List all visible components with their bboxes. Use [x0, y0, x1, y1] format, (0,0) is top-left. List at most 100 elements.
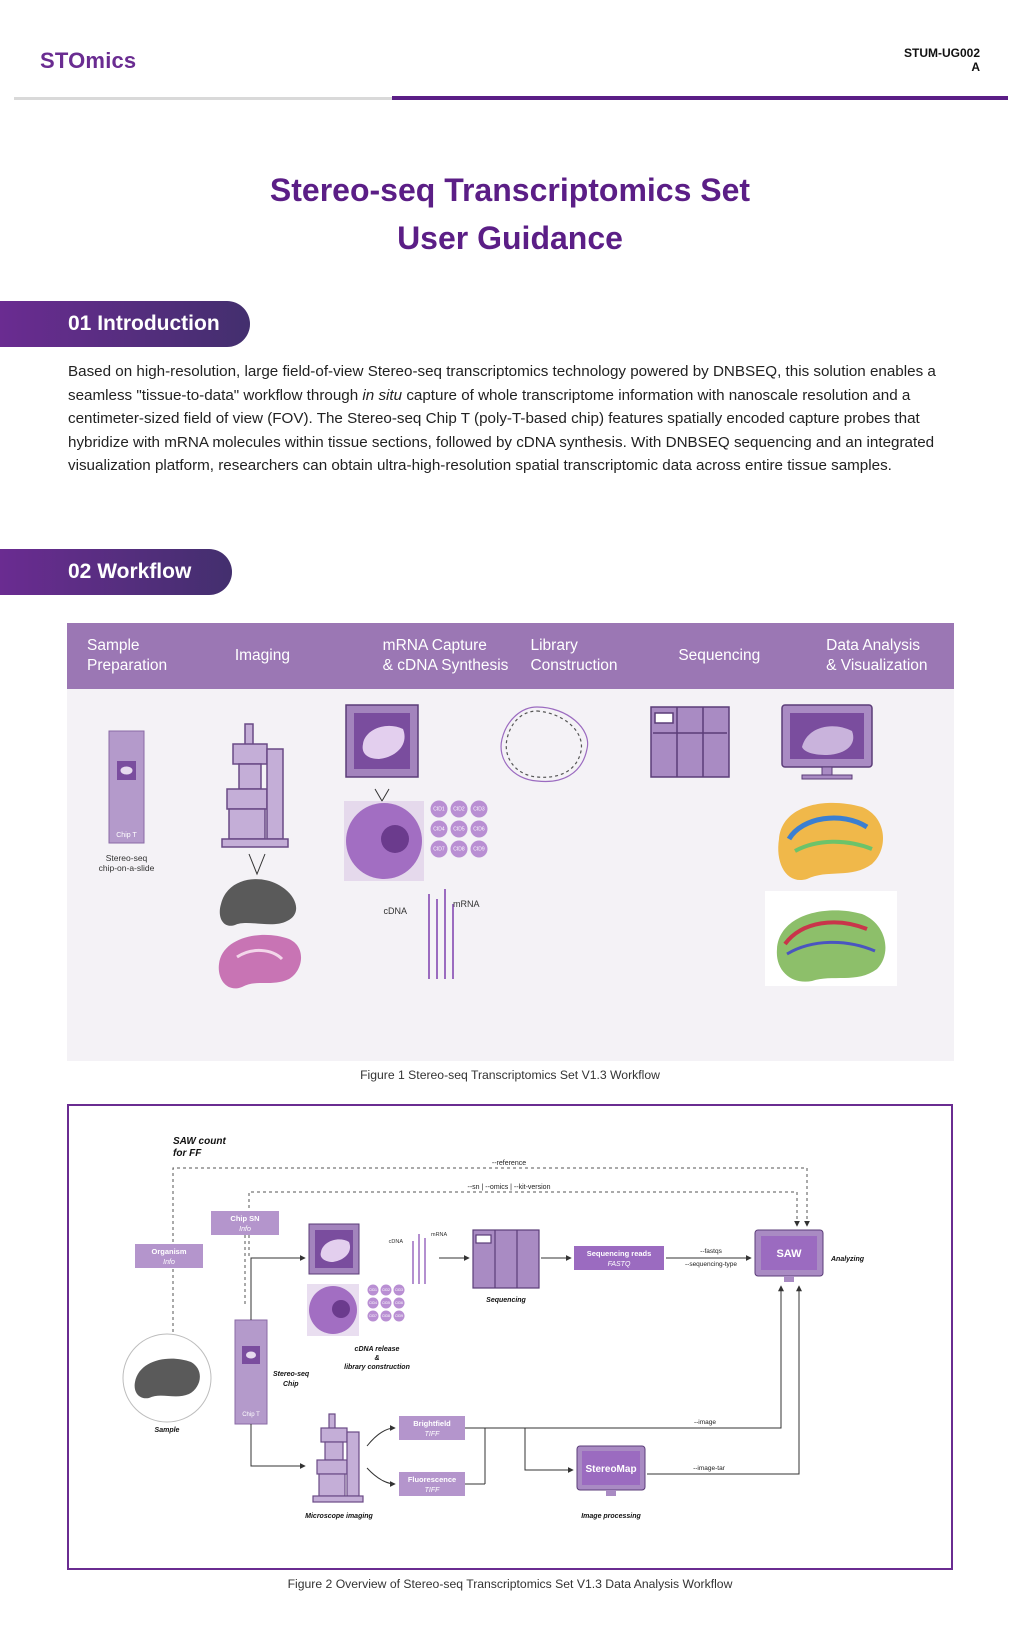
tissue-image-frame: [345, 704, 419, 778]
stereo-seq-chip-label-1: Stereo-seq: [273, 1371, 310, 1378]
chip-caption-1: Stereo-seq: [106, 853, 148, 863]
fastqs-flag: --fastqs: [700, 1248, 722, 1255]
cdna-release-2: &: [374, 1355, 379, 1362]
fluorescence-label-1: Fluorescence: [408, 1475, 456, 1484]
header-divider-gray: [14, 97, 394, 100]
cid-circle: [367, 1297, 379, 1309]
workflow-step-mrna-capture: mRNA Capture& cDNA Synthesis: [382, 637, 509, 674]
organism-label-1: Organism: [151, 1247, 186, 1256]
sn-omics-kit-flags: --sn | --omics | --kit-version: [468, 1184, 551, 1191]
cdna-strands: [428, 889, 454, 979]
cid-label: CID4: [433, 827, 445, 833]
sequencing-label: Sequencing: [486, 1297, 526, 1304]
cdna-release-1: cDNA release: [355, 1346, 400, 1353]
analysis-workflow-figure: SAW count for FF --reference --sn | --om…: [67, 1104, 953, 1570]
workflow-illustration-panel: Chip T Stereo-seq chip-on-a-slide: [67, 689, 954, 1061]
cid-label: CID6: [473, 827, 485, 833]
sequencing-reads-label-2: FASTQ: [608, 1261, 631, 1268]
brightfield-box: [399, 1416, 465, 1440]
cid-label: CID3: [473, 807, 485, 813]
workflow-step-data-analysis: Data Analysis& Visualization: [826, 637, 928, 674]
saw-count-title-1: SAW count: [173, 1136, 226, 1147]
brightfield-label-2: TIFF: [425, 1431, 440, 1438]
stereomap-label: StereoMap: [585, 1464, 636, 1475]
cid-circle: [450, 840, 468, 858]
cid-circle: [470, 840, 488, 858]
chip-t-small-label: Chip T: [242, 1412, 260, 1418]
cid-circle: [367, 1284, 379, 1296]
image-flag: --image: [694, 1419, 716, 1426]
figure-2-caption: Figure 2 Overview of Stereo-seq Transcri…: [287, 1577, 733, 1591]
cid-label: CID1: [433, 807, 445, 813]
intro-text-italic: in situ: [362, 386, 403, 404]
cid-circle: [380, 1284, 392, 1296]
cid-label: CID9: [473, 847, 485, 853]
header-divider-purple: [392, 96, 1008, 100]
fluorescence-box: [399, 1472, 465, 1496]
section-heading-workflow: 02 Workflow: [0, 549, 232, 595]
document-code: STUM-UG002 A: [904, 46, 980, 74]
intro-text-part2: capture of whole transcriptome informati…: [68, 386, 935, 475]
cid-circle: [450, 800, 468, 818]
cid-label: CID2: [382, 1288, 390, 1292]
cid-circle: [393, 1297, 405, 1309]
mrna-label: mRNA: [453, 899, 480, 909]
microscope-icon-small: [312, 1413, 364, 1503]
organism-label-2: Info: [163, 1259, 175, 1266]
cid-label: CID1: [369, 1288, 377, 1292]
chip-slide-icon: Chip T: [108, 730, 145, 844]
analysis-monitor-icon: [781, 704, 873, 780]
doc-code-number: STUM-UG002: [903, 46, 980, 60]
cid-circle: [430, 820, 448, 838]
stereo-seq-chip-label-2: Chip: [283, 1381, 299, 1388]
chip-sn-label-1: Chip SN: [230, 1214, 259, 1223]
cid-circle: [430, 840, 448, 858]
mrna-label-small: mRNA: [431, 1232, 448, 1238]
microscope-icon: [221, 723, 289, 848]
cid-circle: [380, 1297, 392, 1309]
chip-sn-label-2: Info: [239, 1226, 251, 1233]
title-line-1: Stereo-seq Transcriptomics Set: [269, 172, 751, 208]
cid-circle: [393, 1284, 405, 1296]
cdna-label: cDNA: [383, 906, 407, 916]
cid-circle: [430, 800, 448, 818]
cid-circle: [380, 1310, 392, 1322]
cid-label: CID6: [395, 1301, 403, 1305]
brightfield-label-1: Brightfield: [413, 1419, 451, 1428]
dna-helix-icon: [500, 706, 589, 783]
chip-sn-box: [211, 1211, 279, 1235]
figure-1-caption: Figure 1 Stereo-seq Transcriptomics Set …: [360, 1068, 660, 1082]
cid-circle: [470, 820, 488, 838]
cid-label: CID8: [453, 847, 465, 853]
sample-label: Sample: [155, 1427, 180, 1434]
cdna-label-small: cDNA: [389, 1239, 404, 1245]
chip-t-label: Chip T: [116, 832, 137, 839]
cid-circle: [450, 820, 468, 838]
organism-box: [135, 1244, 203, 1268]
saw-count-title-2: for FF: [173, 1148, 202, 1159]
cdna-strands-small: [412, 1234, 426, 1284]
chip-caption-2: chip-on-a-slide: [99, 863, 155, 873]
tissue-section-gray: [219, 879, 297, 926]
cid-label: CID2: [453, 807, 465, 813]
workflow-step-sequencing: Sequencing: [678, 647, 761, 664]
cid-circle: [470, 800, 488, 818]
reference-flag: --reference: [492, 1160, 526, 1167]
image-processing-label: Image processing: [581, 1513, 641, 1520]
stereo-seq-chip: [234, 1319, 268, 1425]
brand-logo: STOmics: [40, 48, 137, 73]
cid-circle: [393, 1310, 405, 1322]
title-line-2: User Guidance: [397, 220, 623, 256]
analysis-workflow-diagram: SAW count for FF --reference --sn | --om…: [122, 1136, 865, 1520]
cid-circle: [367, 1310, 379, 1322]
analyzing-label: Analyzing: [830, 1256, 865, 1263]
cid-label: CID9: [395, 1314, 403, 1318]
page-title: Stereo-seq Transcriptomics Set User Guid…: [0, 166, 1020, 262]
cid-label: CID5: [453, 827, 465, 833]
intro-paragraph: Based on high-resolution, large field-of…: [68, 360, 948, 478]
